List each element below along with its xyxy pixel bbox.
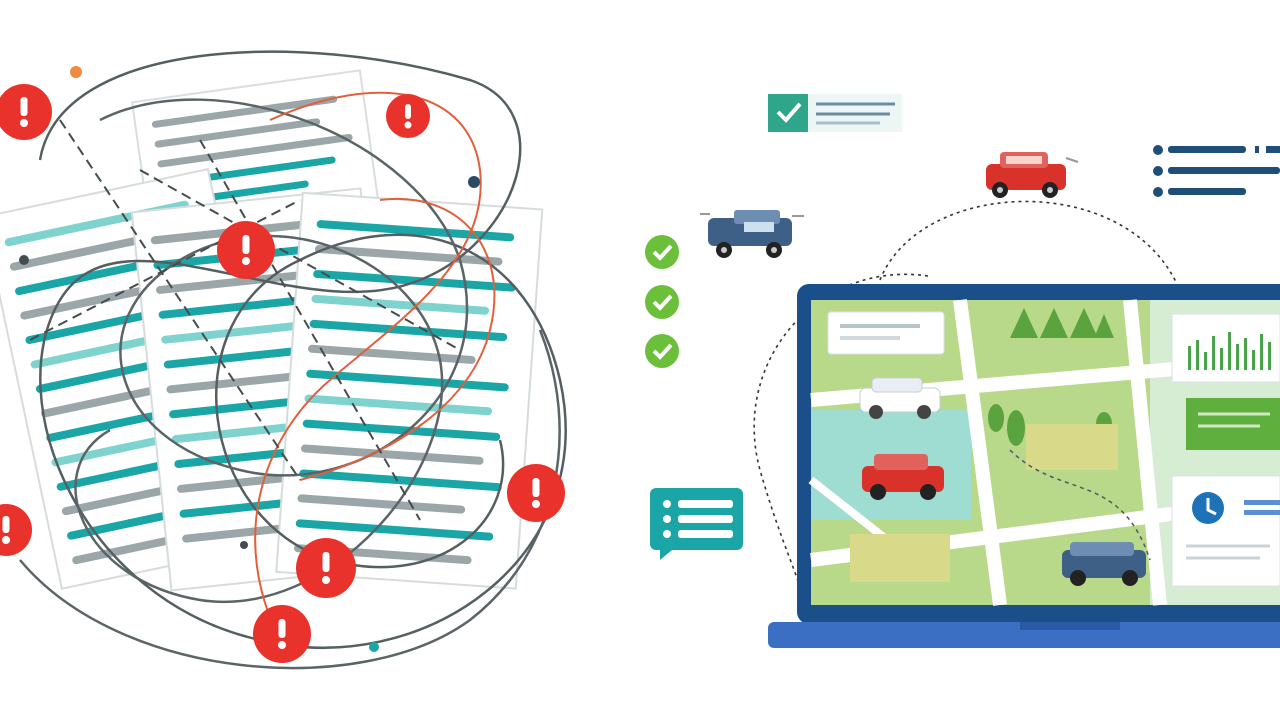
alert-icon — [253, 605, 311, 663]
alert-icon — [0, 504, 32, 556]
building-block — [1026, 424, 1118, 470]
fleet-tracking-group — [645, 94, 1280, 648]
dot-teal — [369, 642, 379, 652]
route-arc — [879, 200, 1177, 283]
clock-widget — [1171, 475, 1280, 587]
alert-icon — [386, 94, 430, 138]
approval-card — [768, 94, 902, 132]
laptop-base — [768, 622, 1280, 648]
tangled-documents-group — [0, 50, 567, 670]
list-icon — [1153, 145, 1280, 197]
red-car-map-icon — [862, 454, 944, 500]
map-screen — [808, 299, 1280, 606]
blue-van-icon — [700, 210, 804, 258]
building-block — [850, 534, 950, 582]
alert-icon — [0, 84, 52, 140]
checklist — [645, 235, 679, 368]
blue-van-map-icon — [1062, 542, 1146, 586]
message-card — [650, 488, 743, 560]
status-widget — [1186, 398, 1280, 450]
check-icon — [776, 102, 802, 123]
alert-icon — [507, 464, 565, 522]
laptop — [768, 284, 1280, 648]
white-car-icon — [859, 377, 941, 419]
alert-icon — [296, 538, 356, 598]
dot-navy — [468, 176, 480, 188]
dot-orange — [70, 66, 82, 78]
map-info-card — [827, 311, 945, 355]
dot-dark — [19, 255, 29, 265]
check-circle-icon — [645, 285, 679, 319]
check-circle-icon — [645, 334, 679, 368]
alert-icon — [217, 221, 275, 279]
red-car-icon — [986, 152, 1079, 198]
dot-dark-2 — [240, 541, 248, 549]
chart-widget — [1171, 313, 1280, 383]
check-circle-icon — [645, 235, 679, 269]
